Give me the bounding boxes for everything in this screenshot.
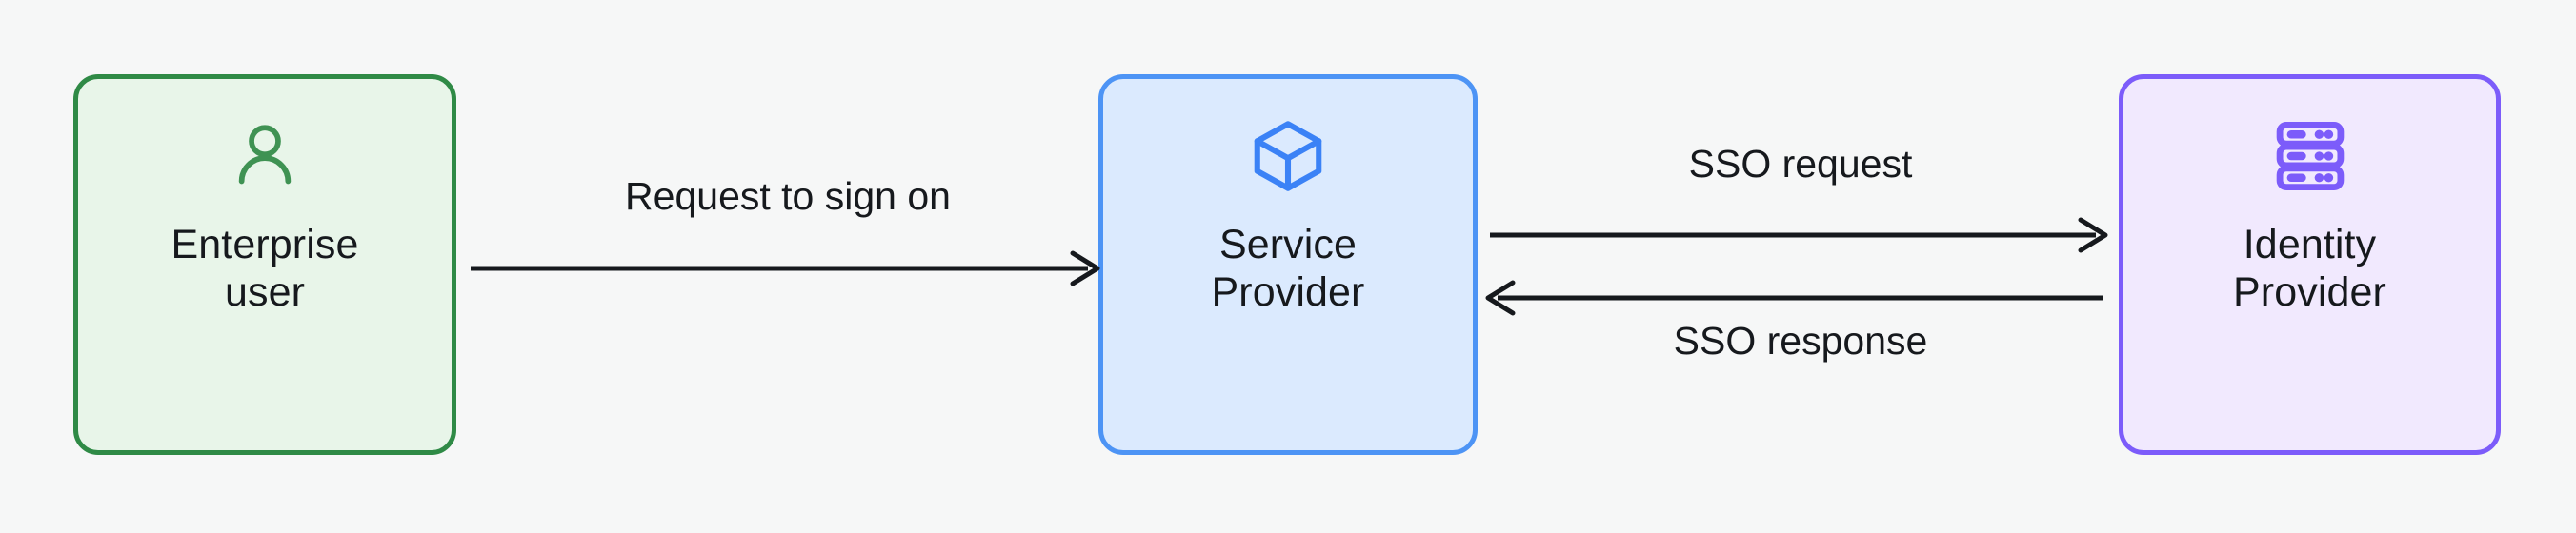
cube-icon bbox=[1247, 115, 1329, 197]
node-label-service-provider: Service Provider bbox=[1211, 222, 1365, 315]
node-service-provider[interactable]: Service Provider bbox=[1098, 74, 1478, 455]
node-identity-provider[interactable]: Identity Provider bbox=[2119, 74, 2501, 455]
node-enterprise-user[interactable]: Enterprise user bbox=[73, 74, 456, 455]
node-label-enterprise-user: Enterprise user bbox=[171, 222, 359, 315]
edge-arrow-request-to-sign-on bbox=[469, 249, 1107, 287]
edge-label-request-to-sign-on: Request to sign on bbox=[625, 174, 951, 218]
server-stack-icon bbox=[2269, 115, 2351, 197]
person-icon bbox=[224, 115, 306, 197]
edge-arrow-sso-request bbox=[1488, 216, 2117, 254]
edge-label-sso-request: SSO request bbox=[1688, 142, 1913, 186]
node-label-identity-provider: Identity Provider bbox=[2233, 222, 2386, 315]
edge-label-sso-response: SSO response bbox=[1673, 319, 1928, 363]
edge-arrow-sso-response bbox=[1485, 279, 2117, 317]
